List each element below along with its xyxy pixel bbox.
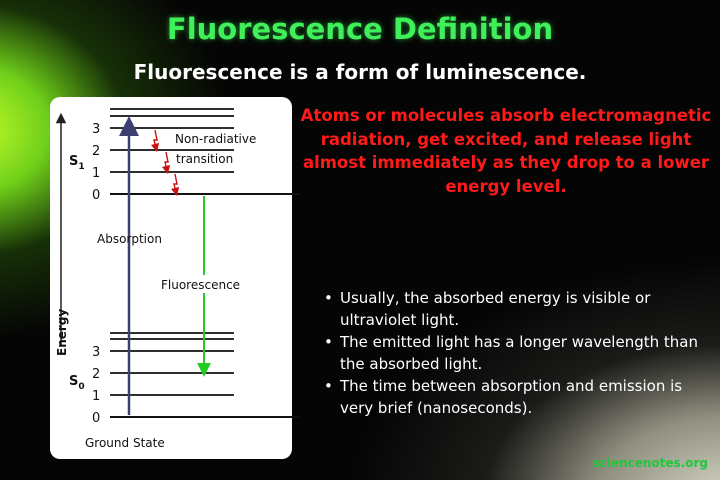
energy-axis-label: Energy: [55, 309, 69, 356]
facts-list: • Usually, the absorbed energy is visible…: [322, 287, 707, 419]
list-item-text: The time between absorption and emission…: [340, 377, 683, 417]
page-title: Fluorescence Definition: [166, 12, 554, 46]
s0-level-3: 3: [92, 345, 100, 360]
bullet-icon: •: [324, 289, 333, 307]
nonradiative-arrow: [161, 151, 171, 175]
fluorescence-label: Fluorescence: [161, 278, 240, 292]
s0-level-2: 2: [92, 367, 100, 382]
nonradiative-arrow: [170, 173, 180, 197]
source-credit: sciencenotes.org: [592, 456, 708, 470]
s1-level-0: 0: [92, 188, 100, 203]
nonradiative-label: transition: [176, 152, 233, 166]
ground-state-label: Ground State: [85, 436, 165, 450]
list-item: • The time between absorption and emissio…: [322, 375, 707, 419]
list-item: • Usually, the absorbed energy is visible…: [322, 287, 707, 331]
nonradiative-label: Non-radiative: [175, 132, 256, 146]
fluorescence-label-bg: [158, 275, 252, 293]
nonradiative-arrow: [150, 129, 160, 153]
absorption-label: Absorption: [97, 232, 162, 246]
page-subtitle: Fluorescence is a form of luminescence.: [133, 60, 587, 84]
s1-level-1: 1: [92, 166, 100, 181]
bullet-icon: •: [324, 333, 333, 351]
list-item: • The emitted light has a longer waveleng…: [322, 331, 707, 375]
s1-level-3: 3: [92, 122, 100, 137]
definition-text: Atoms or molecules absorb electromagneti…: [300, 106, 712, 196]
bullet-icon: •: [324, 377, 333, 395]
s0-level-0: 0: [92, 411, 100, 426]
s0-state-label: S0: [69, 374, 85, 392]
s0-level-1: 1: [92, 389, 100, 404]
s1-state-label: S1: [69, 154, 85, 172]
s0-levels: [110, 332, 300, 418]
s1-level-2: 2: [92, 144, 100, 159]
list-item-text: The emitted light has a longer wavelengt…: [340, 333, 698, 373]
list-item-text: Usually, the absorbed energy is visible …: [340, 289, 651, 329]
